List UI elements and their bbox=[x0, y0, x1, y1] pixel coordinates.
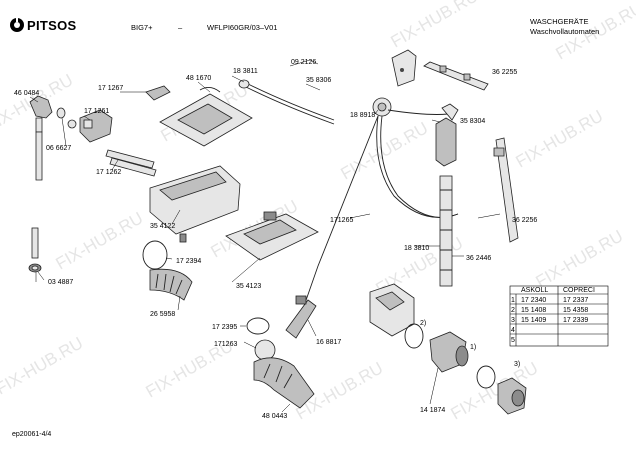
part-label: 17 2394 bbox=[176, 258, 201, 265]
watermark: FIX-HUB.RU bbox=[53, 208, 147, 273]
seal-ring-part bbox=[142, 240, 168, 270]
part-label: 36 2255 bbox=[492, 69, 517, 76]
part-label: 171263 bbox=[214, 341, 237, 348]
variant-table: ASKOLL COPRECI 1 17 2340 17 2337 2 15 14… bbox=[509, 285, 609, 347]
dispenser-cover-part bbox=[159, 87, 253, 147]
table-row-index: 1 bbox=[511, 297, 515, 304]
table-cell: 15 1408 bbox=[521, 307, 546, 314]
variant-marker: 2) bbox=[420, 320, 426, 327]
part-label: 36 2256 bbox=[512, 217, 537, 224]
part-label: 36 2446 bbox=[466, 255, 491, 262]
header: PITSOS BIG7+ – WFLPI60GR/03–V01 WASCHGER… bbox=[10, 17, 599, 36]
table-cell: 17 2339 bbox=[563, 317, 588, 324]
heating-element-part bbox=[285, 295, 317, 339]
part-label: 09 2126 bbox=[291, 59, 316, 66]
drain-pump-part bbox=[369, 283, 415, 337]
connecting-tube-part bbox=[105, 149, 157, 177]
part-label: 17 1262 bbox=[96, 169, 121, 176]
category-subtitle: Waschvollautomaten bbox=[530, 27, 599, 36]
part-label: 18 3811 bbox=[233, 68, 258, 75]
brand-logo: PITSOS bbox=[10, 17, 77, 33]
side-bracket-part bbox=[493, 137, 519, 243]
drawer-insert-part bbox=[225, 211, 319, 261]
part-label: 35 4123 bbox=[236, 283, 261, 290]
watermark: FIX-HUB.RU bbox=[0, 333, 86, 398]
washer-ring-part bbox=[56, 107, 77, 129]
model-code: WFLPI60GR/03–V01 bbox=[207, 23, 277, 32]
part-label: 171265 bbox=[330, 217, 353, 224]
table-header-copreci: COPRECI bbox=[563, 287, 595, 294]
detergent-drawer-part bbox=[149, 165, 241, 243]
table-row-index: 4 bbox=[511, 327, 515, 334]
part-label: 26 5958 bbox=[150, 311, 175, 318]
watermark: FIX-HUB.RU bbox=[448, 358, 542, 423]
watermark-layer: FIX-HUB.RU FIX-HUB.RU FIX-HUB.RU FIX-HUB… bbox=[0, 0, 636, 423]
part-label: 17 1267 bbox=[98, 85, 123, 92]
part-labels: 46 0484 17 1267 48 1670 18 3811 09 2126 … bbox=[14, 59, 537, 420]
inlet-valve-part bbox=[79, 109, 113, 143]
table-row-index: 2 bbox=[511, 307, 515, 314]
header-dash: – bbox=[178, 23, 183, 32]
watermark: FIX-HUB.RU bbox=[533, 226, 627, 291]
part-label: 48 1670 bbox=[186, 75, 211, 82]
part-label: 14 1874 bbox=[420, 407, 445, 414]
watermark: FIX-HUB.RU bbox=[513, 106, 607, 171]
clip-part bbox=[145, 85, 171, 101]
pressure-hose-part bbox=[376, 115, 459, 218]
part-label: 18 8918 bbox=[350, 112, 375, 119]
part-label: 06 6627 bbox=[46, 145, 71, 152]
category-title: WASCHGERÄTE bbox=[530, 17, 588, 26]
pump-filter-part bbox=[404, 323, 527, 415]
hose-nozzle-part bbox=[29, 95, 53, 181]
part-label: 35 8306 bbox=[306, 77, 331, 84]
part-label: 17 1261 bbox=[84, 108, 109, 115]
variant-marker: 3) bbox=[514, 361, 520, 368]
heater-rod-part bbox=[303, 115, 379, 307]
part-label: 46 0484 bbox=[14, 90, 39, 97]
brand-name: PITSOS bbox=[27, 18, 77, 33]
bellows-hose-part bbox=[149, 268, 193, 301]
part-label: 16 8817 bbox=[316, 339, 341, 346]
part-label: 35 4122 bbox=[150, 223, 175, 230]
table-cell: 17 2337 bbox=[563, 297, 588, 304]
top-rail-part bbox=[423, 61, 489, 91]
table-row-index: 3 bbox=[511, 317, 515, 324]
table-header-askoll: ASKOLL bbox=[521, 287, 548, 294]
bracket-part bbox=[391, 49, 417, 87]
watermark: FIX-HUB.RU bbox=[338, 118, 432, 183]
table-cell: 15 4358 bbox=[563, 307, 588, 314]
sump-hose-part bbox=[253, 357, 315, 409]
table-row-index: 5 bbox=[511, 337, 515, 344]
pressure-switch-part bbox=[372, 97, 392, 117]
footer-code: ep20061-4/4 bbox=[12, 431, 51, 438]
drain-hose-part bbox=[439, 175, 453, 287]
part-label: 03 4887 bbox=[48, 279, 73, 286]
part-label: 18 3810 bbox=[404, 245, 429, 252]
vent-hose-part bbox=[238, 79, 335, 125]
watermark: FIX-HUB.RU bbox=[388, 0, 482, 51]
leader-lines bbox=[29, 59, 501, 413]
inlet-pipe-part bbox=[28, 227, 42, 273]
part-label: 17 2395 bbox=[212, 324, 237, 331]
table-cell: 15 1409 bbox=[521, 317, 546, 324]
model-name: BIG7+ bbox=[131, 23, 153, 32]
parts-drawings bbox=[28, 49, 527, 415]
variant-marker: 1) bbox=[470, 344, 476, 351]
part-label: 48 0443 bbox=[262, 413, 287, 420]
pressure-tube-part bbox=[387, 103, 459, 167]
part-label: 35 8304 bbox=[460, 118, 485, 125]
table-cell: 17 2340 bbox=[521, 297, 546, 304]
o-ring-part bbox=[246, 317, 276, 361]
